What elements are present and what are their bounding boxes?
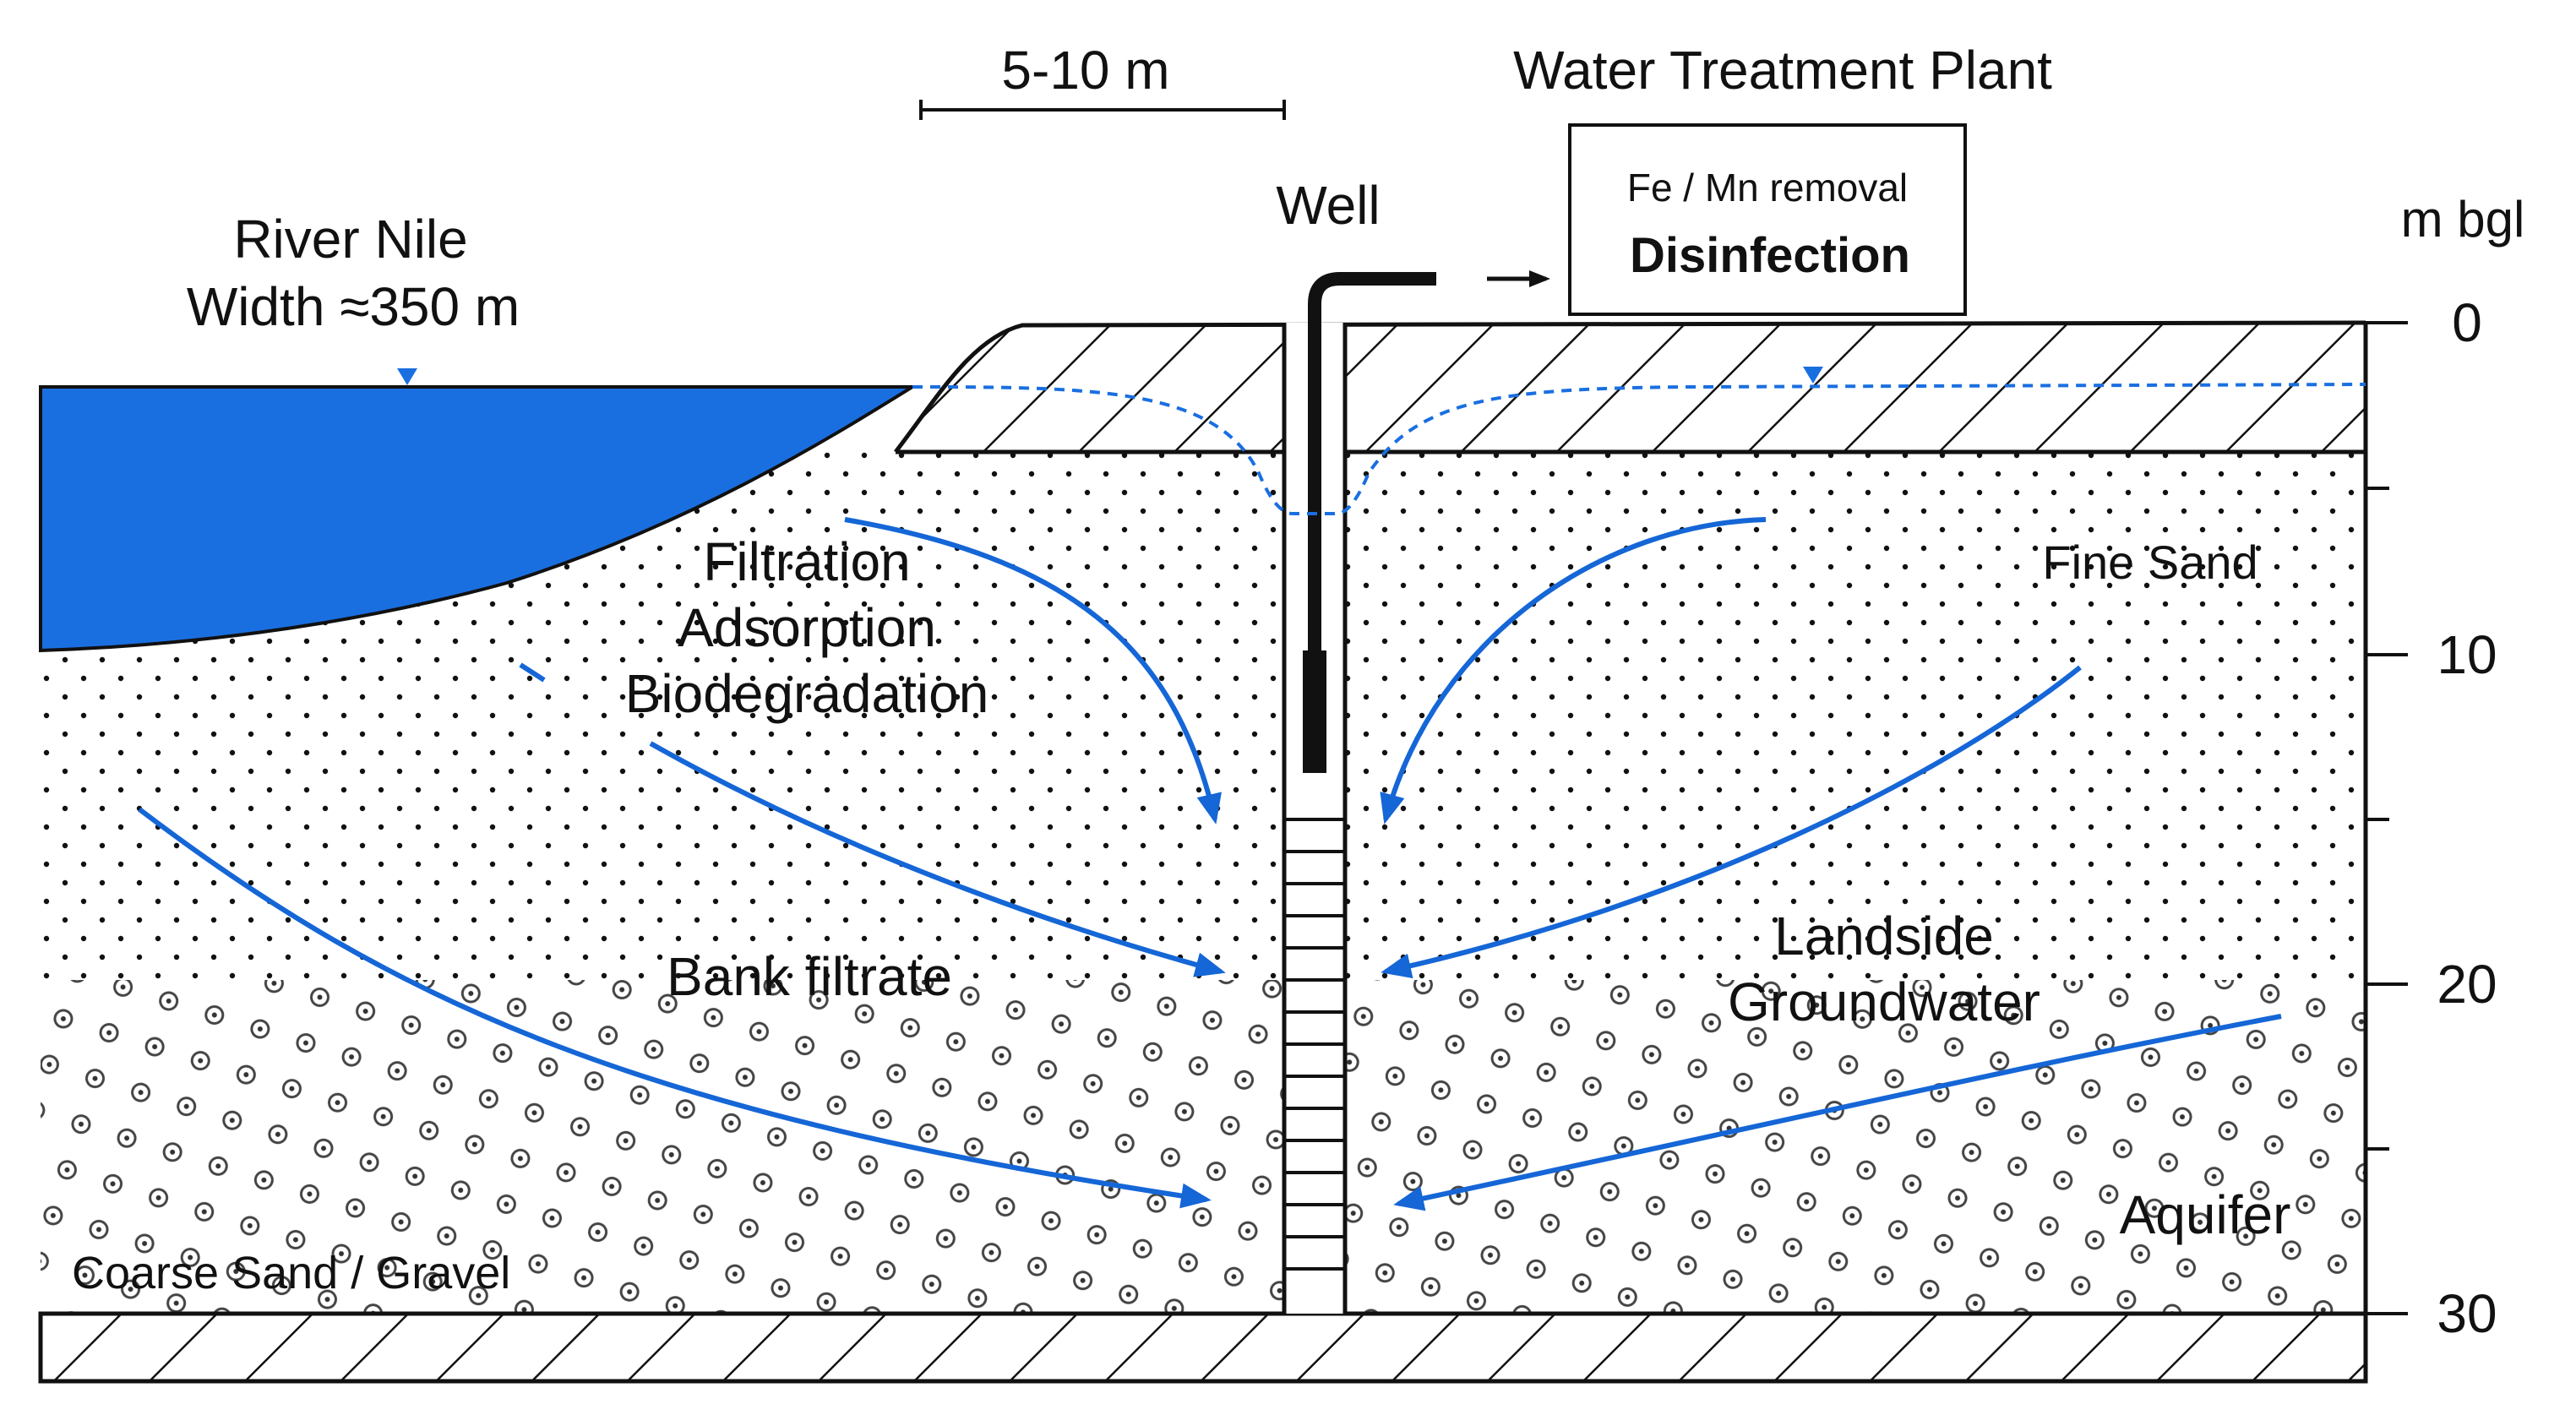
scale-bar-label: 5-10 m	[1001, 40, 1169, 101]
small-flow-tick	[519, 662, 546, 683]
depth-tick-label: 10	[2437, 624, 2497, 685]
flow-arrows	[138, 517, 2282, 1211]
water-table	[912, 383, 2366, 515]
bank-filtrate-label: Bank filtrate	[667, 946, 952, 1007]
well-pump	[1303, 650, 1326, 773]
bottom-layer	[38, 1311, 2368, 1384]
river-width: Width ≈350 m	[187, 276, 520, 337]
flow-arrow-land-lower	[1393, 1014, 2282, 1211]
river-water	[39, 385, 919, 653]
flow-arrow-river-upper	[844, 517, 1222, 825]
depth-axis-labels: 0 10 20 30	[2437, 292, 2497, 1344]
flow-arrow-land-upper	[1380, 517, 1767, 825]
depth-tick-label: 20	[2437, 954, 2497, 1015]
plant-step-fe-mn: Fe / Mn removal	[1627, 166, 1908, 210]
depth-tick-label: 30	[2437, 1283, 2497, 1344]
plant-box	[1568, 123, 1967, 316]
coarse-sand-gravel-label: Coarse Sand / Gravel	[72, 1248, 510, 1298]
process-filtration: Filtration	[703, 531, 910, 592]
flow-arrow-river-lower	[138, 807, 1212, 1209]
groundwater-label: Groundwater	[1728, 971, 2040, 1032]
fine-sand-label: Fine Sand	[2042, 536, 2257, 589]
depth-axis-unit: m bgl	[2401, 191, 2525, 248]
well-screen	[1284, 818, 1345, 1271]
river-name: River Nile	[233, 209, 467, 269]
plant-step-disinfection: Disinfection	[1630, 228, 1910, 283]
depth-axis-ticks	[2366, 321, 2408, 1315]
process-adsorption: Adsorption	[678, 597, 936, 658]
flow-arrow-land-middle	[1381, 665, 2082, 979]
top-soil-layer	[894, 320, 2366, 454]
flow-arrow-river-middle	[649, 741, 1226, 977]
depth-tick-label: 0	[2452, 292, 2482, 353]
plant-title: Water Treatment Plant	[1513, 40, 2052, 101]
scale-bar	[919, 100, 1286, 120]
groundwater-level-marker	[1803, 367, 1823, 384]
gravel-pattern	[41, 980, 2366, 1314]
aquifer-body	[41, 452, 2366, 1314]
process-biodegradation: Biodegradation	[625, 663, 989, 724]
landside-label: Landside	[1774, 906, 1994, 966]
river-level-marker	[397, 368, 417, 385]
well-label: Well	[1276, 175, 1380, 236]
aquifer-label: Aquifer	[2120, 1184, 2291, 1245]
well-pipe	[1308, 272, 1436, 773]
